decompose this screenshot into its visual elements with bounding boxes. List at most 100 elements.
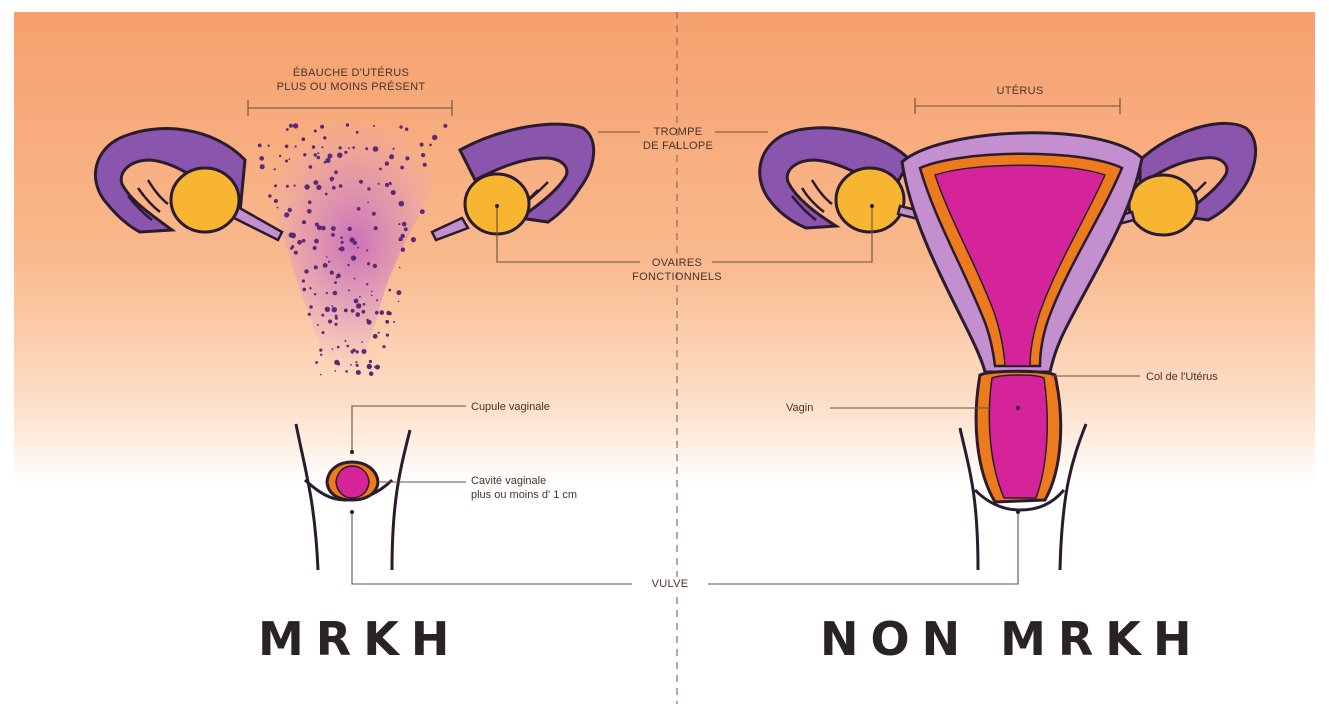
- haze-speckle: [380, 310, 385, 315]
- haze-speckle: [314, 265, 318, 269]
- haze-speckle: [321, 226, 326, 231]
- haze-speckle: [356, 364, 359, 367]
- haze-speckle: [302, 279, 305, 282]
- haze-speckle: [386, 334, 389, 337]
- haze-speckle: [365, 147, 368, 150]
- haze-speckle: [399, 239, 401, 241]
- haze-speckle: [309, 287, 311, 289]
- haze-speckle: [374, 366, 377, 369]
- haze-speckle: [351, 309, 355, 313]
- haze-speckle: [341, 247, 345, 251]
- haze-speckle: [312, 145, 315, 148]
- haze-speckle: [320, 354, 322, 356]
- haze-speckle: [386, 311, 390, 315]
- haze-speckle: [317, 156, 321, 160]
- haze-speckle: [314, 239, 319, 244]
- haze-speckle: [362, 310, 366, 314]
- haze-speckle: [340, 236, 343, 239]
- haze-speckle: [367, 187, 370, 190]
- haze-speckle: [303, 153, 306, 156]
- haze-speckle: [359, 180, 363, 184]
- haze-speckle: [333, 291, 338, 296]
- haze-speckle: [309, 165, 313, 169]
- haze-speckle: [315, 181, 318, 184]
- haze-speckle: [339, 184, 343, 188]
- haze-speckle: [332, 186, 336, 190]
- haze-speckle: [344, 309, 348, 313]
- haze-speckle: [348, 289, 350, 291]
- haze-speckle: [331, 233, 335, 237]
- haze-speckle: [320, 374, 322, 376]
- haze-speckle: [411, 237, 416, 242]
- haze-speckle: [367, 262, 370, 265]
- haze-speckle: [334, 360, 339, 365]
- haze-speckle: [373, 125, 375, 127]
- haze-speckle: [423, 163, 427, 167]
- haze-speckle: [324, 161, 327, 164]
- haze-speckle: [259, 156, 264, 161]
- haze-speckle: [260, 164, 265, 169]
- haze-speckle: [319, 349, 322, 352]
- label-cupule-vaginale: Cupule vaginale: [471, 400, 550, 414]
- haze-speckle: [399, 125, 402, 128]
- haze-speckle: [326, 292, 328, 294]
- haze-speckle: [331, 226, 336, 231]
- label-cavite-vaginale: Cavité vaginale plus ou moins d' 1 cm: [471, 474, 577, 502]
- left-ovary: [171, 168, 239, 232]
- haze-speckle: [328, 261, 330, 263]
- label-col-uterus: Col de l'Utérus: [1146, 370, 1218, 384]
- haze-speckle: [308, 313, 311, 316]
- haze-speckle: [304, 269, 308, 273]
- haze-speckle: [313, 246, 317, 250]
- haze-speckle: [321, 314, 324, 317]
- haze-speckle: [374, 226, 378, 230]
- haze-speckle: [393, 321, 395, 323]
- haze-speckle: [367, 202, 369, 204]
- haze-speckle: [362, 349, 367, 354]
- haze-speckle: [355, 361, 357, 363]
- haze-speckle: [286, 128, 289, 131]
- haze-speckle: [420, 143, 424, 147]
- haze-speckle: [326, 256, 328, 258]
- haze-speckle: [405, 156, 409, 160]
- haze-speckle: [392, 148, 394, 150]
- haze-speckle: [379, 168, 382, 171]
- haze-speckle: [316, 185, 321, 190]
- haze-speckle: [274, 168, 276, 170]
- haze-speckle: [339, 146, 342, 149]
- haze-speckle: [369, 371, 374, 376]
- haze-speckle: [297, 240, 302, 245]
- haze-speckle: [323, 263, 328, 268]
- haze-speckle: [341, 241, 344, 244]
- haze-speckle: [344, 340, 346, 342]
- haze-speckle: [288, 208, 292, 212]
- haze-speckle: [308, 200, 312, 204]
- haze-speckle: [334, 281, 337, 284]
- title-non-mrkh: NON MRKH: [820, 612, 1203, 666]
- haze-speckle: [389, 154, 394, 159]
- haze-speckle: [382, 345, 385, 348]
- haze-speckle: [323, 136, 326, 139]
- label-trompe-de-fallope: TROMPE DE FALLOPE: [628, 125, 728, 153]
- haze-speckle: [289, 232, 294, 237]
- haze-speckle: [277, 207, 279, 209]
- haze-speckle: [315, 223, 319, 227]
- haze-speckle: [398, 223, 400, 225]
- haze-speckle: [350, 364, 352, 366]
- haze-speckle: [375, 311, 379, 315]
- haze-speckle: [373, 264, 377, 268]
- haze-speckle: [284, 212, 289, 217]
- haze-speckle: [302, 220, 306, 224]
- haze-speckle: [322, 331, 325, 334]
- haze-speckle: [371, 291, 373, 293]
- haze-speckle: [328, 154, 333, 159]
- haze-speckle: [404, 227, 408, 231]
- haze-speckle: [429, 144, 432, 147]
- haze-speckle: [357, 247, 359, 249]
- haze-speckle: [274, 184, 277, 187]
- haze-speckle: [346, 123, 349, 126]
- haze-speckle: [399, 201, 405, 207]
- label-ovaires-fonctionnels: OVAIRES FONCTIONNELS: [622, 256, 732, 284]
- haze-speckle: [389, 289, 392, 292]
